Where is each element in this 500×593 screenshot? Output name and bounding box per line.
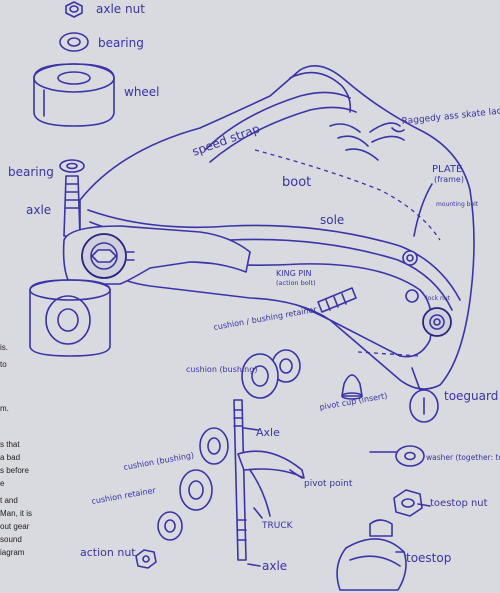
washer-part (395, 445, 425, 467)
side-text-7: e (0, 479, 5, 488)
label-washer: washer (together: toestop hardware) (426, 453, 500, 462)
label-mounting-bolt: mounting bolt (436, 201, 479, 208)
side-text-3: m. (0, 404, 9, 413)
label-pivot-point: pivot point (304, 479, 353, 489)
label-king-pin-sub: (action bolt) (276, 279, 316, 287)
bearing-top-part (59, 32, 89, 52)
cushion-retainer-bottom-part (157, 511, 183, 541)
side-text-8: t and (0, 496, 18, 505)
side-text-9: Man, it is (0, 509, 33, 518)
cushion-top-part (241, 353, 279, 399)
pivot-cup-part (341, 374, 363, 400)
label-sole: sole (320, 213, 344, 227)
wheel-top-part (33, 63, 115, 127)
label-axle-left: axle (26, 203, 51, 217)
label-axle-bottom: axle (262, 559, 287, 573)
label-boot: boot (282, 175, 311, 190)
label-axle-mid: Axle (256, 426, 280, 439)
label-bearing-top: bearing (98, 36, 144, 50)
label-toestop-nut: toestop nut (430, 498, 488, 509)
label-toestop: toestop (406, 551, 451, 565)
side-text-4: s that (0, 440, 20, 449)
side-text-10: out gear (0, 522, 30, 531)
cushion-mid-part (199, 427, 229, 465)
side-text-2: to (0, 360, 7, 369)
cushion-bottom-part (179, 469, 213, 511)
toestop-part (336, 519, 407, 591)
label-plate-sub: (frame) (434, 175, 464, 184)
leader-lines (243, 127, 433, 567)
side-text-5: a bad (0, 453, 21, 462)
label-toeguard: toeguard (444, 389, 498, 403)
label-axle-nut: axle nut (96, 2, 145, 16)
bearing-left-part (59, 159, 85, 173)
label-action-nut: action nut (80, 546, 136, 559)
label-bearing-left: bearing (8, 165, 54, 179)
toestop-nut-part (393, 489, 423, 517)
side-text-11: sound (0, 535, 22, 544)
label-king-pin: KING PIN (276, 269, 312, 278)
truck-axle-part (233, 399, 305, 561)
front-truck-assembly (62, 225, 251, 285)
label-wheel: wheel (124, 85, 160, 99)
side-text-12: iagram (0, 548, 25, 557)
cushion-retainer-top-part (271, 349, 301, 383)
side-text-6: s before (0, 466, 29, 475)
toeguard-part (409, 389, 439, 423)
action-nut-part (135, 549, 157, 569)
axle-nut-part (65, 1, 83, 18)
boot-body (79, 64, 475, 390)
side-text-1: is. (0, 343, 8, 352)
label-truck: TRUCK (261, 521, 294, 531)
wheel-left-part (29, 279, 111, 357)
label-plate: PLATE (432, 164, 462, 175)
label-cushion-top: cushion (bushing) (186, 365, 257, 374)
label-lock-nut: lock nut (426, 295, 451, 302)
axle-left-part (63, 175, 81, 237)
